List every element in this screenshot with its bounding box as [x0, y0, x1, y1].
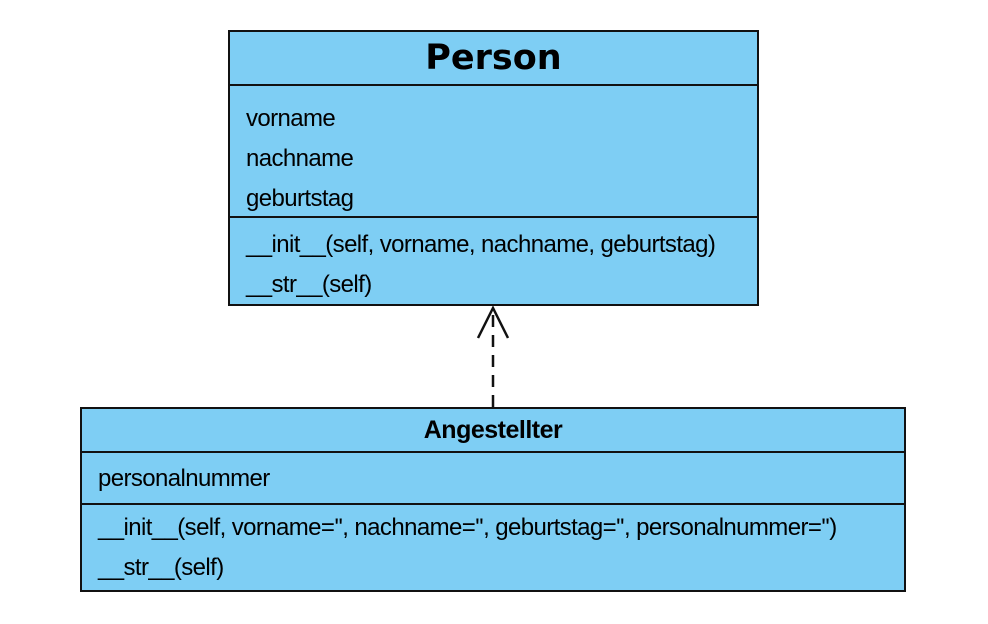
method-str: __str__(self)	[98, 554, 224, 581]
attribute-nachname: nachname	[246, 145, 354, 172]
class-person-name: Person	[230, 32, 757, 86]
relation-arrowhead	[476, 305, 510, 339]
class-angestellter-name: Angestellter	[82, 409, 904, 453]
method-str: __str__(self)	[246, 271, 372, 298]
attribute-vorname: vorname	[246, 105, 336, 132]
class-person-attributes: vorname nachname geburtstag	[230, 86, 757, 218]
method-init: __init__(self, vorname, nachname, geburt…	[246, 231, 716, 258]
class-angestellter-methods: __init__(self, vorname='', nachname='', …	[82, 505, 904, 588]
class-person-methods: __init__(self, vorname, nachname, geburt…	[230, 218, 757, 305]
method-init: __init__(self, vorname='', nachname='', …	[98, 514, 837, 541]
attribute-geburtstag: geburtstag	[246, 185, 354, 212]
class-angestellter[interactable]: Angestellter personalnummer __init__(sel…	[80, 407, 906, 592]
class-person[interactable]: Person vorname nachname geburtstag __ini…	[228, 30, 759, 306]
class-angestellter-attributes: personalnummer	[82, 453, 904, 505]
attribute-personalnummer: personalnummer	[98, 465, 270, 492]
